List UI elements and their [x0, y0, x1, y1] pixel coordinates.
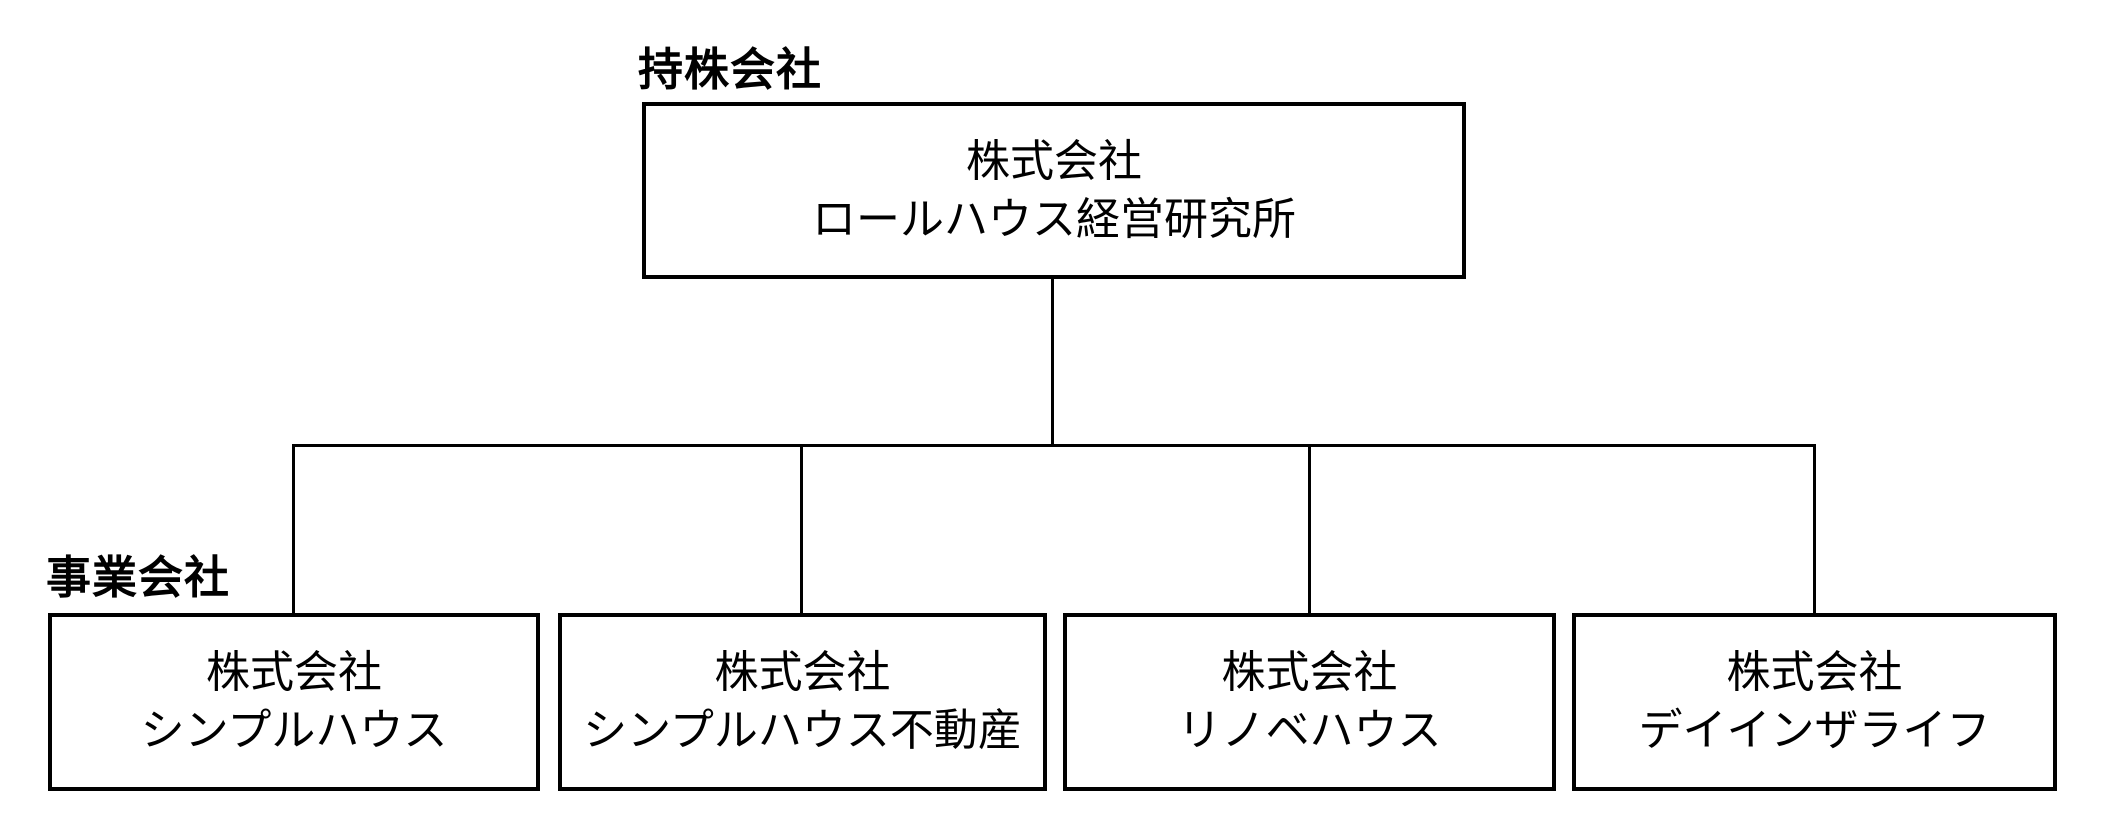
holding-tier-label: 持株会社 [638, 44, 823, 95]
subsidiary-box-day-in-the-life: 株式会社 デイインザライフ [1572, 613, 2057, 791]
subsidiary-3-name-line1: 株式会社 [1221, 648, 1398, 697]
subsidiary-box-renove-house: 株式会社 リノベハウス [1063, 613, 1556, 791]
subsidiary-2-name-line1: 株式会社 [714, 648, 891, 697]
subsidiary-3-name-line2: リノベハウス [1177, 706, 1442, 755]
holding-company-box: 株式会社 ロールハウス経営研究所 [642, 102, 1466, 279]
subsidiary-4-name-line2: デイインザライフ [1638, 706, 1991, 755]
business-tier-label: 事業会社 [46, 552, 231, 603]
subsidiary-box-simple-house: 株式会社 シンプルハウス [48, 613, 540, 791]
subsidiary-1-name-line2: シンプルハウス [140, 706, 448, 755]
subsidiary-1-name-line1: 株式会社 [206, 648, 382, 697]
connector-drop-3 [1308, 444, 1311, 615]
connector-horizontal-rail [292, 444, 1816, 447]
connector-trunk-vertical [1051, 277, 1054, 446]
holding-company-name-line2: ロールハウス経営研究所 [812, 194, 1296, 244]
holding-company-name-line1: 株式会社 [966, 136, 1142, 186]
subsidiary-box-simple-house-fudosan: 株式会社 シンプルハウス不動産 [558, 613, 1047, 791]
connector-drop-4 [1813, 444, 1816, 615]
connector-drop-1 [292, 444, 295, 615]
subsidiary-4-name-line1: 株式会社 [1726, 648, 1903, 697]
connector-drop-2 [800, 444, 803, 615]
subsidiary-2-name-line2: シンプルハウス不動産 [583, 706, 1022, 755]
